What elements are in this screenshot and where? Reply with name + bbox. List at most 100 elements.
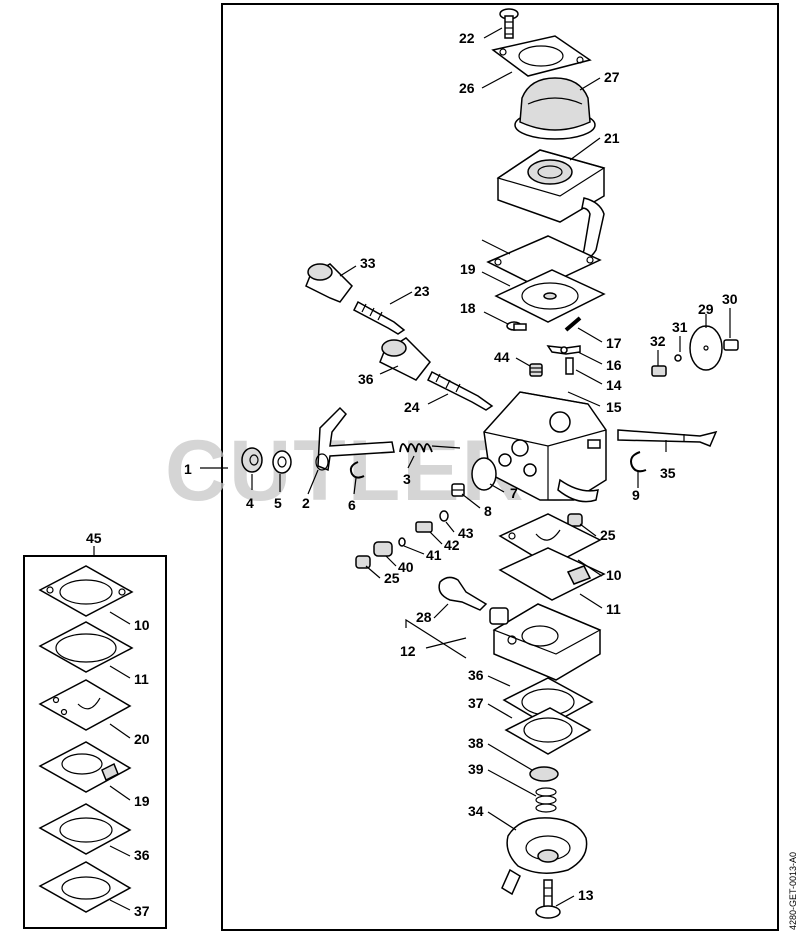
part-34-pump-cover xyxy=(501,817,588,896)
callout-33: 33 xyxy=(360,255,376,271)
callout-36b: 36 xyxy=(468,667,484,683)
callout-k37: 37 xyxy=(134,903,150,919)
callout-25b: 25 xyxy=(384,570,400,586)
callout-29: 29 xyxy=(698,301,714,317)
part-37-gasket xyxy=(504,707,592,755)
callout-k36: 36 xyxy=(134,847,150,863)
callout-24: 24 xyxy=(404,399,420,415)
kit-part-36-diaphragm xyxy=(38,803,132,855)
callout-2: 2 xyxy=(302,495,310,511)
callout-28: 28 xyxy=(416,609,432,625)
part-42-spring xyxy=(415,521,433,533)
part-25-screen-right xyxy=(567,513,583,527)
part-36-limiter-cap xyxy=(379,337,431,381)
callout-15: 15 xyxy=(606,399,622,415)
callout-41: 41 xyxy=(426,547,442,563)
drawing-code: 4280-GET-0013-A0 xyxy=(788,852,798,930)
part-38-disc xyxy=(529,766,559,782)
part-31-ball xyxy=(674,354,682,362)
part-18-screw xyxy=(506,321,527,331)
part-27-primer-bulb xyxy=(514,77,596,140)
callout-35: 35 xyxy=(660,465,676,481)
part-40-plug xyxy=(373,541,393,557)
part-23-adjusting-screw xyxy=(353,300,406,335)
part-11-diaphragm xyxy=(498,547,606,601)
callout-12: 12 xyxy=(400,643,416,659)
callout-14: 14 xyxy=(606,377,622,393)
callout-k20: 20 xyxy=(134,731,150,747)
part-14-needle xyxy=(565,357,574,375)
part-8-screw xyxy=(451,483,465,497)
callout-8: 8 xyxy=(484,503,492,519)
kit-part-37-gasket xyxy=(38,861,132,913)
part-12-metering-body xyxy=(489,603,602,681)
kit-part-20-gasket xyxy=(38,679,132,731)
callout-4: 4 xyxy=(246,495,254,511)
kit-part-10-gasket xyxy=(38,565,134,617)
part-19-diaphragm xyxy=(494,269,606,323)
callout-40: 40 xyxy=(398,559,414,575)
callout-31: 31 xyxy=(672,319,688,335)
callout-38: 38 xyxy=(468,735,484,751)
part-22-screw xyxy=(499,8,519,39)
kit-part-11-diaphragm xyxy=(38,621,134,673)
callout-34: 34 xyxy=(468,803,484,819)
kit-45-label: 45 xyxy=(86,530,102,546)
callout-13: 13 xyxy=(578,887,594,903)
callout-37a: 37 xyxy=(468,695,484,711)
callout-3: 3 xyxy=(403,471,411,487)
callout-22: 22 xyxy=(459,30,475,46)
callout-k11: 11 xyxy=(134,671,149,687)
callout-42: 42 xyxy=(444,537,460,553)
part-39-spring xyxy=(535,787,557,813)
part-6-clip xyxy=(349,461,365,479)
part-7-choke-plate xyxy=(471,457,497,491)
callout-11a: 11 xyxy=(606,601,621,617)
callout-7: 7 xyxy=(510,485,518,501)
part-20-gasket xyxy=(486,235,602,289)
callout-32: 32 xyxy=(650,333,666,349)
part-43-o-ring xyxy=(439,510,449,522)
callout-43: 43 xyxy=(458,525,474,541)
part-35-throttle-shaft xyxy=(617,429,718,447)
callout-10a: 10 xyxy=(606,567,622,583)
callout-27: 27 xyxy=(604,69,620,85)
callout-25a: 25 xyxy=(600,527,616,543)
part-32-spring xyxy=(651,365,667,377)
part-25-screen-left xyxy=(355,555,371,569)
part-29-throttle-plate xyxy=(689,325,723,371)
callout-6: 6 xyxy=(348,497,356,513)
kit-part-19-diaphragm xyxy=(38,741,132,793)
callout-k19: 19 xyxy=(134,793,150,809)
part-2-choke-shaft xyxy=(315,406,395,472)
part-16-lever xyxy=(546,345,581,355)
callout-26: 26 xyxy=(459,80,475,96)
carburetor-body xyxy=(483,391,607,503)
part-17-pin xyxy=(564,316,582,332)
callout-17: 17 xyxy=(606,335,622,351)
kit-45-frame xyxy=(23,555,167,929)
part-44-spring xyxy=(529,363,543,377)
callout-44: 44 xyxy=(494,349,510,365)
part-30-screw xyxy=(723,339,739,351)
callout-5: 5 xyxy=(274,495,282,511)
callout-19a: 19 xyxy=(460,261,476,277)
callout-23: 23 xyxy=(414,283,430,299)
part-33-limiter-cap xyxy=(305,263,353,303)
part-21-pump-cover xyxy=(496,149,606,263)
part-26-gasket xyxy=(491,35,592,77)
callout-18: 18 xyxy=(460,300,476,316)
callout-9: 9 xyxy=(632,487,640,503)
part-36-diaphragm xyxy=(502,677,594,727)
main-diagram-frame xyxy=(221,3,779,931)
part-9-clip xyxy=(630,451,647,473)
callout-16: 16 xyxy=(606,357,622,373)
part-5-washer xyxy=(272,450,292,474)
callout-k10: 10 xyxy=(134,617,150,633)
callout-39: 39 xyxy=(468,761,484,777)
callout-30: 30 xyxy=(722,291,738,307)
part-13-screw xyxy=(535,879,561,919)
part-28-valve xyxy=(438,576,488,611)
